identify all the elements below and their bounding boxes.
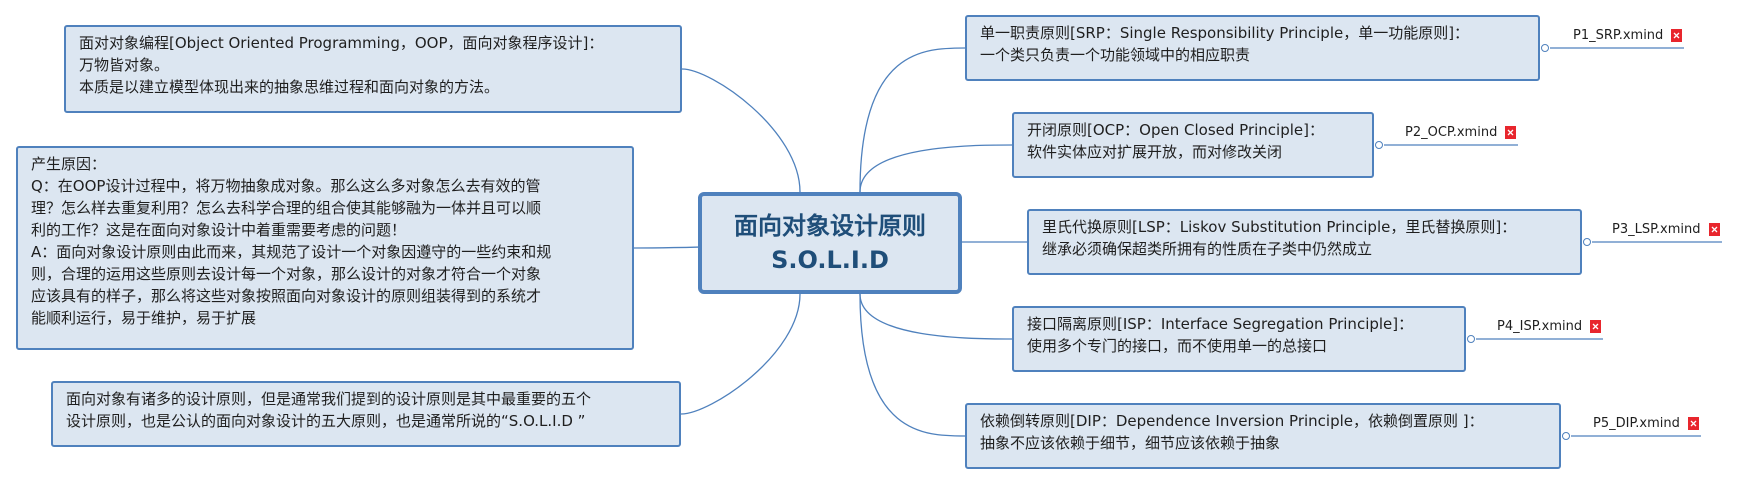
file-name: P2_OCP.xmind — [1405, 124, 1498, 140]
connector-line — [859, 144, 1013, 193]
topic-ocp[interactable]: 开闭原则[OCP：Open Closed Principle]： 软件实体应对扩… — [1012, 112, 1374, 178]
topic-text-line: 万物皆对象。 — [79, 56, 170, 74]
topic-text-line: 利的工作？这是在面向对象设计中着重需要考虑的问题！ — [31, 221, 407, 239]
collapse-toggle-icon[interactable] — [1541, 44, 1549, 52]
collapse-toggle-icon[interactable] — [1467, 335, 1475, 343]
topic-srp[interactable]: 单一职责原则[SRP：Single Responsibility Princip… — [965, 15, 1540, 81]
topic-text-line: A：面向对象设计原则由此而来，其规范了设计一个对象因遵守的一些约束和规 — [31, 243, 552, 261]
file-icon — [1708, 222, 1720, 236]
central-subtitle: S.O.L.I.D — [771, 246, 889, 274]
collapse-toggle-icon[interactable] — [1562, 432, 1570, 440]
collapse-toggle-icon[interactable] — [1583, 238, 1591, 246]
topic-reason[interactable]: 产生原因： Q：在OOP设计过程中，将万物抽象成对象。那么这么多对象怎么去有效的… — [16, 146, 634, 350]
topic-text-line: 继承必须确保超类所拥有的性质在子类中仍然成立 — [1042, 240, 1373, 258]
topic-text-line: 软件实体应对扩展开放，而对修改关闭 — [1027, 143, 1283, 161]
file-link-lsp[interactable]: P3_LSP.xmind — [1612, 216, 1720, 242]
connector-line — [859, 293, 966, 437]
topic-text-line: 单一职责原则[SRP：Single Responsibility Princip… — [980, 24, 1470, 42]
file-name: P4_ISP.xmind — [1497, 318, 1583, 334]
topic-text-line: 一个类只负责一个功能领域中的相应职责 — [980, 46, 1251, 64]
topic-lsp[interactable]: 里氏代换原则[LSP：Liskov Substitution Principle… — [1027, 209, 1582, 275]
file-name: P5_DIP.xmind — [1593, 415, 1680, 431]
topic-text-line: 设计原则，也是公认的面向对象设计的五大原则，也是通常所说的“S.O.L.I.D … — [66, 412, 586, 430]
file-link-srp[interactable]: P1_SRP.xmind — [1573, 22, 1683, 48]
connector-line — [681, 68, 801, 193]
file-link-ocp[interactable]: P2_OCP.xmind — [1405, 119, 1517, 145]
topic-text-line: 能顺利运行，易于维护，易于扩展 — [31, 309, 257, 327]
topic-isp[interactable]: 接口隔离原则[ISP：Interface Segregation Princip… — [1012, 306, 1466, 372]
topic-text-line: 里氏代换原则[LSP：Liskov Substitution Principle… — [1042, 218, 1517, 236]
connector-line — [859, 47, 966, 193]
topic-dip[interactable]: 依赖倒转原则[DIP：Dependence Inversion Principl… — [965, 403, 1561, 469]
topic-text-line: 依赖倒转原则[DIP：Dependence Inversion Principl… — [980, 412, 1484, 430]
central-title: 面向对象设计原则 — [734, 212, 926, 240]
topic-text-line: 产生原因： — [31, 155, 107, 173]
topic-text-line: 面对对象编程[Object Oriented Programming，OOP，面… — [79, 34, 604, 52]
central-topic[interactable]: 面向对象设计原则 S.O.L.I.D — [698, 192, 962, 294]
topic-oop-definition[interactable]: 面对对象编程[Object Oriented Programming，OOP，面… — [64, 25, 682, 113]
connector-line — [859, 293, 1013, 340]
file-name: P1_SRP.xmind — [1573, 27, 1664, 43]
file-link-dip[interactable]: P5_DIP.xmind — [1593, 410, 1699, 436]
topic-text-line: 抽象不应该依赖于细节，细节应该依赖于抽象 — [980, 434, 1281, 452]
topic-text-line: 面向对象有诸多的设计原则，但是通常我们提到的设计原则是其中最重要的五个 — [66, 390, 592, 408]
collapse-toggle-icon[interactable] — [1375, 141, 1383, 149]
file-name: P3_LSP.xmind — [1612, 221, 1701, 237]
topic-text-line: 应该具有的样子，那么将这些对象按照面向对象设计的原则组装得到的系统才 — [31, 287, 542, 305]
connector-line — [680, 293, 801, 415]
topic-text-line: Q：在OOP设计过程中，将万物抽象成对象。那么这么多对象怎么去有效的管 — [31, 177, 541, 195]
topic-text-line: 则，合理的运用这些原则去设计每一个对象，那么设计的对象才符合一个对象 — [31, 265, 542, 283]
topic-text-line: 开闭原则[OCP：Open Closed Principle]： — [1027, 121, 1324, 139]
file-icon — [1590, 319, 1602, 333]
file-link-isp[interactable]: P4_ISP.xmind — [1497, 313, 1602, 339]
file-icon — [1505, 125, 1517, 139]
topic-text-line: 本质是以建立模型体现出来的抽象思维过程和面向对象的方法。 — [79, 78, 500, 96]
topic-text-line: 理？怎么样去重复利用？怎么去科学合理的组合使其能够融为一体并且可以顺 — [31, 199, 542, 217]
topic-text-line: 使用多个专门的接口，而不使用单一的总接口 — [1027, 337, 1328, 355]
file-icon — [1671, 28, 1683, 42]
file-icon — [1687, 416, 1699, 430]
topic-solid-intro[interactable]: 面向对象有诸多的设计原则，但是通常我们提到的设计原则是其中最重要的五个 设计原则… — [51, 381, 681, 447]
topic-text-line: 接口隔离原则[ISP：Interface Segregation Princip… — [1027, 315, 1414, 333]
